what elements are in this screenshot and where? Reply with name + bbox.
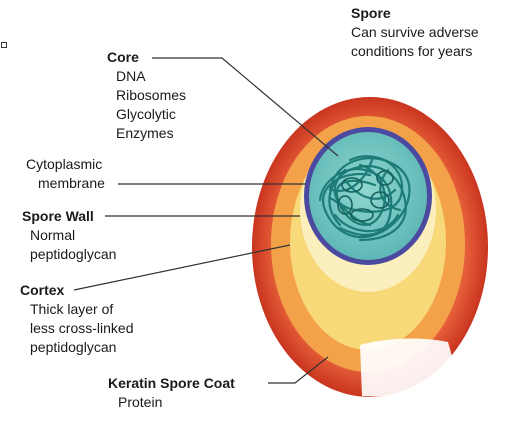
spore-wall-title: Spore Wall [22,208,94,224]
cortex-title: Cortex [20,282,65,298]
cortex-leader [73,244,291,291]
spore-wall-line2: peptidoglycan [30,246,117,262]
coat-leader [268,356,329,384]
core-title: Core [107,49,139,65]
leader-lines [73,57,339,384]
core-item-dna: DNA [116,68,146,84]
coat-label: Keratin Spore Coat Protein [108,374,235,412]
cortex-line3: peptidoglycan [30,339,117,355]
membrane-label: Cytoplasmic membrane [26,155,105,193]
spore-label: Spore Can survive adverse conditions for… [351,4,479,61]
spore-wall-line1: Normal [30,227,76,243]
corner-mark [1,42,7,48]
membrane-line2: membrane [38,175,105,191]
core-item-glycolytic: Glycolytic [116,106,176,122]
core-item-ribosomes: Ribosomes [116,87,187,103]
white-brush-mark [360,338,460,397]
spore-desc-line1: Can survive adverse [351,24,479,40]
membrane-line1: Cytoplasmic [26,156,103,172]
coat-title: Keratin Spore Coat [108,375,235,391]
core-item-enzymes: Enzymes [116,125,174,141]
cortex-line1: Thick layer of [30,301,114,317]
spore-title: Spore [351,5,391,21]
core-label: Core DNA Ribosomes Glycolytic Enzymes [107,48,186,143]
core-leader [152,57,339,157]
spore-desc-line2: conditions for years [351,43,473,59]
cortex-line2: less cross-linked [30,320,134,336]
coat-line1: Protein [118,394,163,410]
cortex-label: Cortex Thick layer of less cross-linked … [20,281,133,357]
spore-wall-label: Spore Wall Normal peptidoglycan [22,207,116,264]
nucleoid-loops [337,170,394,222]
